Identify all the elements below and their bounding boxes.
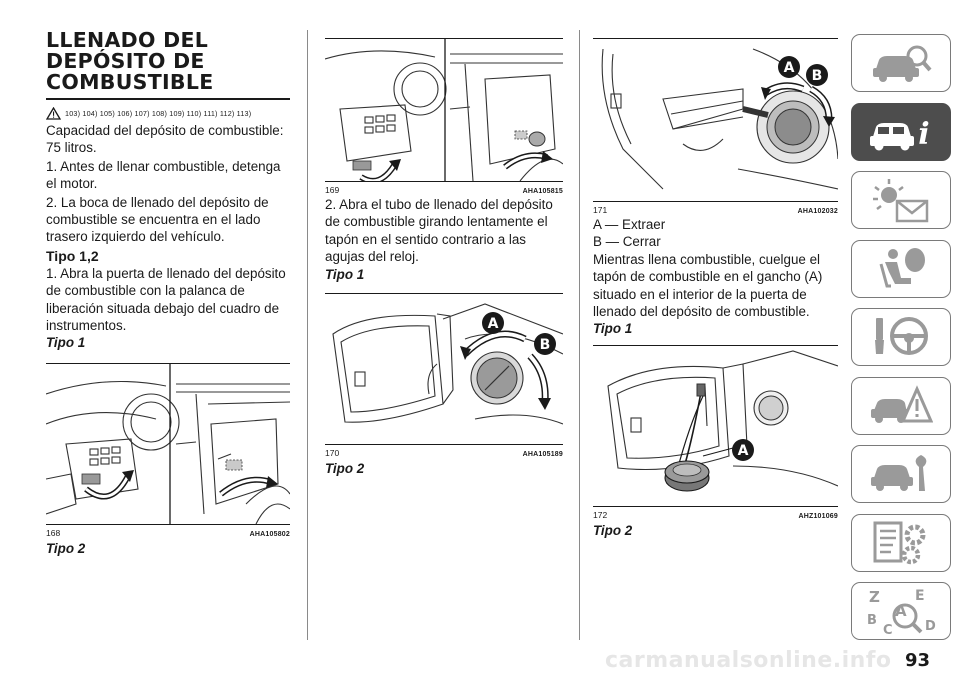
car-wrench-icon	[871, 455, 927, 491]
fig-172-code: AHZ101069	[798, 513, 838, 521]
callout-a-circle	[482, 311, 504, 334]
index-letter-e: E	[915, 588, 925, 604]
hang-cap-paragraph: Mientras llena combustible, cuelgue el t…	[593, 251, 823, 320]
open-cap-paragraph: 2. Abra el tubo de llenado del depósito …	[325, 197, 553, 265]
fig-171-caption: 171 AHA102032	[593, 205, 838, 215]
title-line-1: LLENADO DEL	[46, 28, 209, 52]
airbag-seat-icon	[879, 247, 925, 287]
callout-b-label: B	[540, 337, 551, 353]
cap-on-hook-illustration: A	[607, 350, 838, 492]
callout-a-circle	[778, 56, 800, 78]
fig-172-label: Tipo 1	[593, 321, 633, 337]
car-search-icon	[873, 45, 932, 82]
column-divider-1	[307, 30, 308, 640]
fig-169-number: 169	[325, 185, 340, 195]
index-letter-b: B	[867, 613, 877, 628]
warning-refs: 103) 104) 105) 106) 107) 108) 109) 110) …	[65, 108, 252, 118]
page-title: LLENADO DEL DEPÓSITO DE COMBUSTIBLE	[46, 30, 290, 93]
callout-b-label: B	[812, 68, 823, 84]
fig-172-caption: 172 AHZ101069	[593, 510, 838, 520]
fuel-door-open-illustration	[325, 39, 563, 181]
fig-170-label: Tipo 1	[325, 266, 365, 282]
callout-a2-circle	[732, 439, 754, 462]
figure-170: A B	[325, 292, 563, 445]
warning-refs-row: 103) 104) 105) 106) 107) 108) 109) 110) …	[46, 106, 290, 120]
fig-172-number: 172	[593, 510, 608, 521]
right-column: A B 171 AHA102032 A — Extraer B — Cerrar…	[593, 30, 838, 539]
tab-car-info[interactable]: i	[851, 102, 951, 161]
figure-172: A	[593, 345, 838, 508]
tab-car-search[interactable]	[851, 34, 951, 92]
middle-column: 169 AHA105815 2. Abra el tubo de llenado…	[325, 30, 563, 477]
after-170-label: Tipo 2	[325, 460, 365, 476]
index-letter-c: C	[883, 623, 893, 636]
car-warning-triangle-icon	[871, 384, 933, 423]
fig-171-code: AHA102032	[797, 208, 838, 215]
fig-169-caption: 169 AHA105815	[325, 185, 563, 195]
title-rule	[46, 98, 290, 100]
step-2-paragraph: 2. La boca de llenado del depósito de co…	[46, 194, 269, 245]
chapter-sidebar: i	[851, 34, 951, 651]
fig-169-code: AHA105815	[522, 188, 563, 195]
key-steering-wheel-icon	[875, 317, 928, 355]
callout-a-label: A	[488, 316, 499, 332]
legend-b: B — Cerrar	[593, 234, 661, 250]
fig-170-number: 170	[325, 447, 340, 458]
fig-168-code: AHA105802	[249, 531, 290, 539]
callout-b-circle	[534, 332, 556, 355]
car-info-icon: i	[870, 117, 930, 152]
column-divider-2	[579, 30, 580, 640]
tab-technical-data[interactable]	[851, 513, 951, 572]
document-gears-icon	[873, 521, 926, 564]
warning-light-envelope-icon	[873, 179, 929, 223]
tab-emergency[interactable]	[851, 376, 951, 435]
alphabet-index-icon: Z E A B C D	[867, 588, 936, 636]
fuel-cap-rotation-illustration: A B	[332, 303, 563, 425]
callout-a-label: A	[784, 60, 795, 76]
figure-171: A B	[593, 38, 838, 202]
callout-b-circle	[806, 64, 828, 86]
cap-extract-close-illustration: A B	[601, 48, 838, 190]
step-1-paragraph: 1. Antes de llenar combustible, detenga …	[46, 158, 281, 192]
tab-maintenance[interactable]	[851, 445, 951, 503]
release-lever-illustration	[46, 364, 290, 525]
tab-starting-driving[interactable]	[851, 308, 951, 366]
info-letter: i	[918, 117, 929, 152]
title-line-2: DEPÓSITO DE	[46, 49, 205, 73]
figure-168	[46, 363, 290, 526]
fig-170-caption: 170 AHA105189	[325, 448, 563, 458]
warning-triangle-icon	[46, 106, 61, 120]
tab-warning-lights[interactable]	[851, 171, 951, 229]
fig-170-code: AHA105189	[522, 450, 563, 458]
index-letter-d: D	[925, 619, 936, 634]
page-number: 93	[905, 650, 931, 671]
fig-168-caption: 168 AHA105802	[46, 528, 290, 538]
figure-169	[325, 38, 563, 182]
watermark: carmanualsonline.info	[605, 648, 892, 673]
fig-168-label: Tipo 1	[46, 335, 86, 351]
left-column: LLENADO DEL DEPÓSITO DE COMBUSTIBLE 103)…	[46, 30, 290, 557]
tab-safety[interactable]	[851, 239, 951, 298]
fig-168-number: 168	[46, 528, 61, 539]
after-168-label: Tipo 2	[46, 541, 86, 557]
tab-index[interactable]: Z E A B C D	[851, 582, 951, 640]
callout-a2-label: A	[738, 443, 749, 459]
title-line-3: COMBUSTIBLE	[46, 70, 214, 94]
legend-a: A — Extraer	[593, 217, 666, 232]
capacity-paragraph: Capacidad del depósito de combustible: 7…	[46, 123, 284, 156]
index-letter-z: Z	[869, 588, 880, 606]
after-172-label: Tipo 2	[593, 523, 633, 539]
fig-171-number: 171	[593, 205, 608, 215]
open-door-paragraph: 1. Abra la puerta de llenado del depósit…	[46, 265, 286, 334]
type-heading: Tipo 1,2	[46, 247, 99, 264]
